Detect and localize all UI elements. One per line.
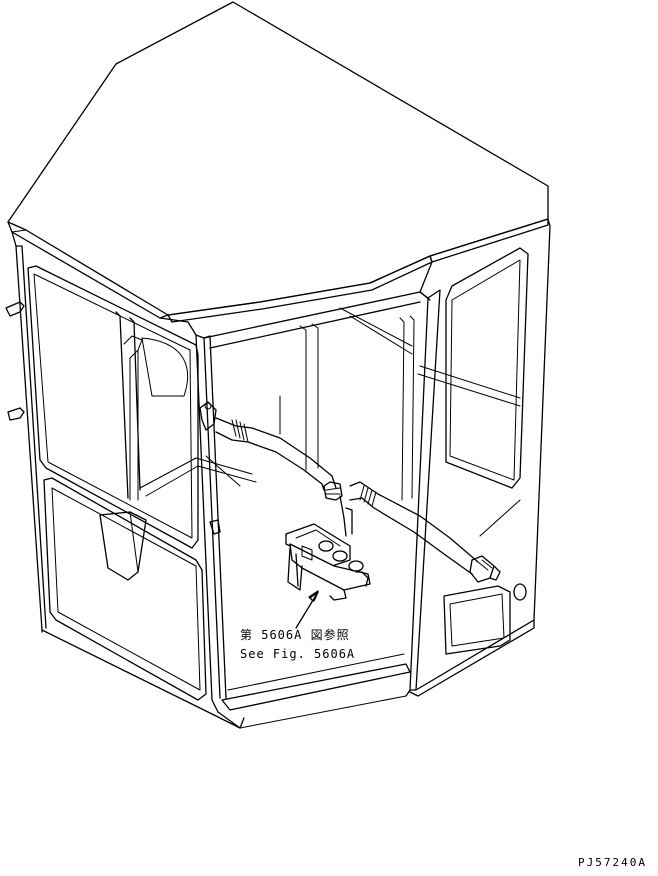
cab-right-wall [409, 218, 551, 697]
callout-reference-en: See Fig. 5606A [240, 647, 356, 661]
cab-left-wall [5, 231, 241, 729]
callout-arrow [295, 590, 319, 629]
drawing-number: PJ57240A [578, 856, 647, 869]
valve-assembly [285, 523, 371, 601]
callout-reference-jp: 第 5606A 図参照 [240, 628, 350, 642]
hose-left [215, 417, 353, 537]
cab-front-face [139, 291, 521, 729]
cab-front-pillar [195, 334, 245, 729]
hose-right [349, 481, 527, 601]
cab-roof [7, 1, 549, 323]
